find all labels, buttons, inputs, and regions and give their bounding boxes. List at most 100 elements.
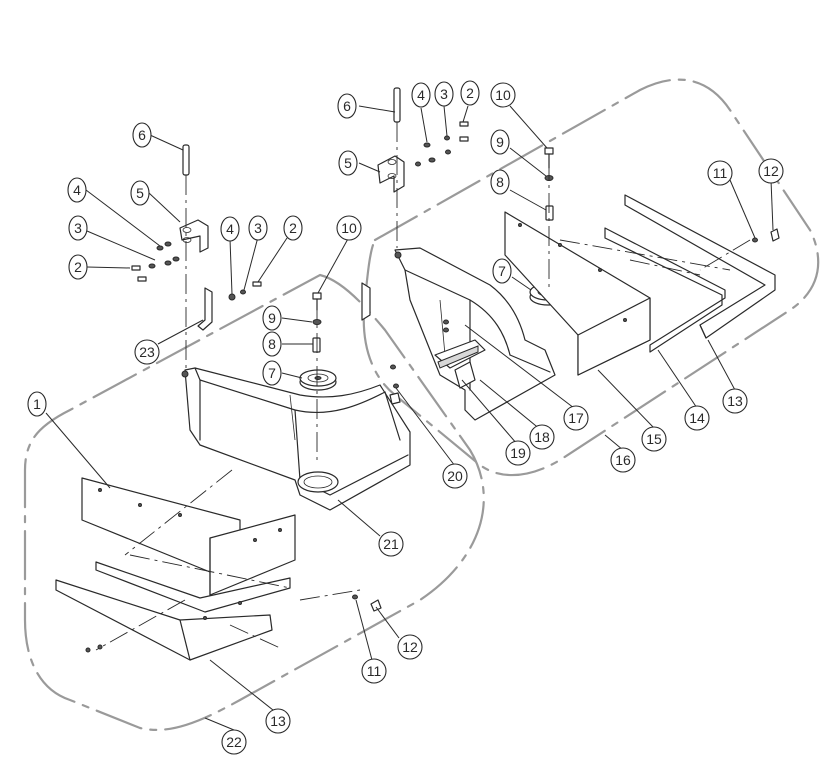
callout-7: 7 xyxy=(492,258,512,284)
callout-22: 22 xyxy=(221,729,247,755)
svg-text:6: 6 xyxy=(343,98,351,114)
right-screws-11-12 xyxy=(752,228,780,243)
svg-text:11: 11 xyxy=(713,165,728,181)
svg-text:10: 10 xyxy=(341,220,357,236)
left-screws-11-12 xyxy=(85,594,382,653)
callout-11: 11 xyxy=(361,658,387,684)
svg-text:13: 13 xyxy=(270,713,286,729)
callout-4: 4 xyxy=(411,82,431,108)
callout-18: 18 xyxy=(529,424,555,450)
callout-6: 6 xyxy=(337,93,357,119)
right-assembly-group-outline xyxy=(362,78,820,477)
callout-13: 13 xyxy=(265,708,291,734)
svg-text:7: 7 xyxy=(498,263,506,279)
svg-text:16: 16 xyxy=(615,452,631,468)
svg-text:2: 2 xyxy=(74,259,82,275)
svg-text:10: 10 xyxy=(495,87,511,103)
callout-4: 4 xyxy=(220,216,240,242)
svg-text:12: 12 xyxy=(763,163,779,179)
svg-text:23: 23 xyxy=(139,344,155,360)
right-fastener-set xyxy=(415,121,469,167)
left-washer-part-9 xyxy=(312,319,322,325)
left-pin-part-6 xyxy=(182,144,190,176)
svg-text:20: 20 xyxy=(447,468,463,484)
svg-text:17: 17 xyxy=(568,410,584,426)
svg-text:14: 14 xyxy=(689,410,705,426)
left-assembly-group-outline xyxy=(23,273,485,731)
callout-23: 23 xyxy=(134,339,160,365)
left-fastener-set xyxy=(131,241,262,301)
callout-19: 19 xyxy=(505,440,531,466)
callout-4: 4 xyxy=(67,177,87,203)
callout-9: 9 xyxy=(262,305,282,331)
small-fasteners-part-20 xyxy=(389,364,401,405)
assembly-center-lines xyxy=(95,122,751,651)
svg-text:1: 1 xyxy=(33,396,41,412)
callout-21: 21 xyxy=(378,531,404,557)
left-bracket-part-23 xyxy=(197,287,213,331)
left-strip xyxy=(55,561,291,661)
left-shroud-part-21 xyxy=(181,367,411,511)
svg-text:22: 22 xyxy=(226,734,242,750)
right-strip-part-13 xyxy=(624,194,776,339)
callout-8: 8 xyxy=(490,169,510,195)
callout-11: 11 xyxy=(707,160,733,186)
svg-text:3: 3 xyxy=(440,86,448,102)
svg-text:21: 21 xyxy=(383,536,399,552)
callout-17: 17 xyxy=(563,405,589,431)
right-strip-part-14 xyxy=(604,227,726,353)
svg-text:15: 15 xyxy=(646,431,662,447)
svg-text:4: 4 xyxy=(226,221,234,237)
svg-text:3: 3 xyxy=(254,220,262,236)
callout-10: 10 xyxy=(336,215,362,241)
svg-text:11: 11 xyxy=(367,663,382,679)
callout-2: 2 xyxy=(460,80,480,106)
left-panel-part-1 xyxy=(81,477,296,596)
callout-3: 3 xyxy=(434,81,454,107)
left-pulley-part-7 xyxy=(299,369,337,391)
callout-8: 8 xyxy=(262,331,282,357)
right-pin-part-6 xyxy=(393,87,401,123)
callout-9: 9 xyxy=(490,129,510,155)
callout-3: 3 xyxy=(68,215,88,241)
callout-15: 15 xyxy=(641,426,667,452)
callout-5: 5 xyxy=(130,180,150,206)
svg-text:7: 7 xyxy=(268,365,276,381)
svg-text:5: 5 xyxy=(136,185,144,201)
svg-text:2: 2 xyxy=(466,85,474,101)
callout-7: 7 xyxy=(262,360,282,386)
right-spacer-part-8 xyxy=(545,205,554,221)
right-panel-part-15 xyxy=(504,211,651,376)
left-hinge-bracket-part-5 xyxy=(179,219,209,253)
callout-1: 1 xyxy=(27,391,47,417)
svg-text:6: 6 xyxy=(138,127,146,143)
svg-text:9: 9 xyxy=(268,310,276,326)
pedal-assembly-parts-18-19 xyxy=(434,319,486,389)
upper-bracket xyxy=(361,282,371,321)
callout-leader-lines xyxy=(45,105,774,731)
svg-text:12: 12 xyxy=(402,639,418,655)
svg-text:3: 3 xyxy=(74,220,82,236)
callout-16: 16 xyxy=(610,447,636,473)
callout-3: 3 xyxy=(248,215,268,241)
svg-text:8: 8 xyxy=(496,174,504,190)
callout-6: 6 xyxy=(132,122,152,148)
right-shroud-part-16 xyxy=(394,247,556,421)
callout-12: 12 xyxy=(397,634,423,660)
callout-13: 13 xyxy=(722,388,748,414)
svg-text:8: 8 xyxy=(268,336,276,352)
callout-20: 20 xyxy=(442,463,468,489)
left-spacer-part-8 xyxy=(312,337,321,353)
callout-2: 2 xyxy=(283,215,303,241)
svg-text:2: 2 xyxy=(289,220,297,236)
callout-10: 10 xyxy=(490,82,516,108)
right-hinge-bracket-part-5 xyxy=(377,155,405,193)
callout-12: 12 xyxy=(758,158,784,184)
callout-14: 14 xyxy=(684,405,710,431)
svg-text:4: 4 xyxy=(73,182,81,198)
svg-text:19: 19 xyxy=(510,445,526,461)
svg-text:5: 5 xyxy=(344,155,352,171)
svg-text:13: 13 xyxy=(727,393,743,409)
callout-2: 2 xyxy=(68,254,88,280)
